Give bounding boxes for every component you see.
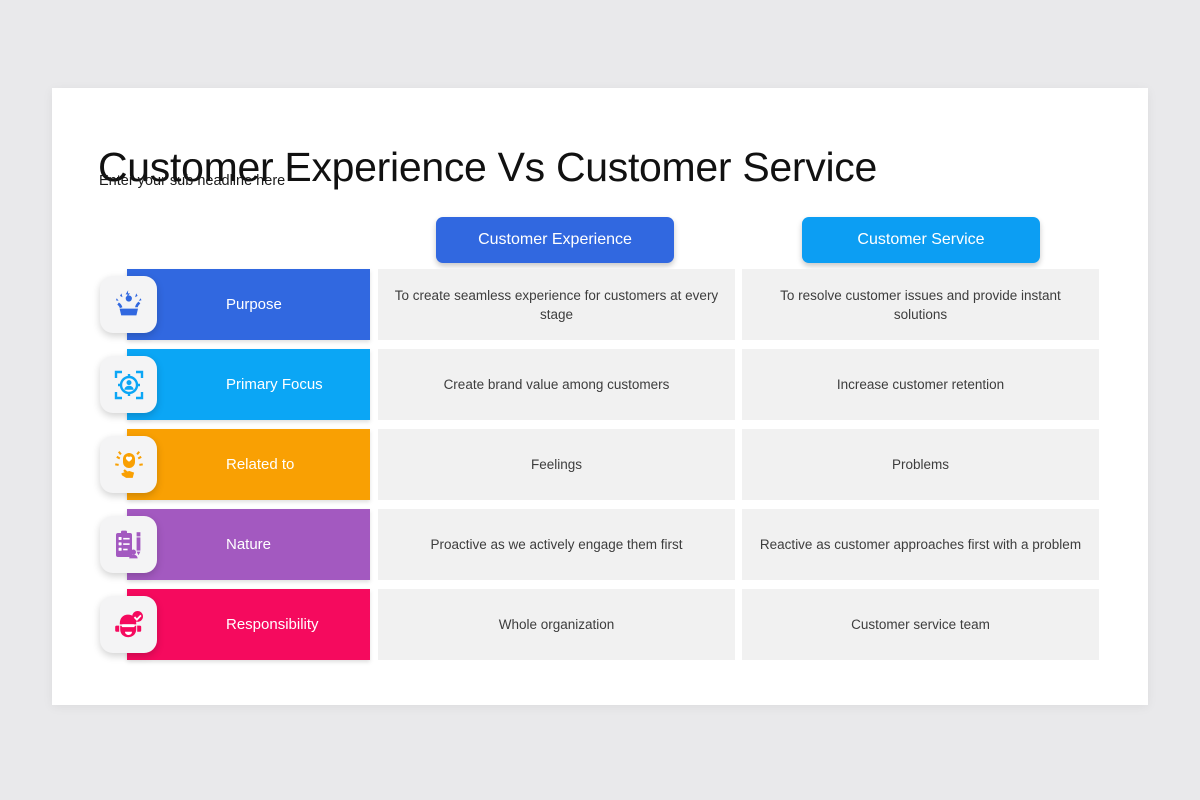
row-label: Purpose [226, 296, 282, 313]
cell-text: Customer service team [851, 617, 990, 632]
cell-text: Create brand value among customers [443, 377, 670, 392]
cell-text: To resolve customer issues and provide i… [780, 287, 1061, 322]
cell-text: Reactive as customer approaches first wi… [759, 537, 1082, 552]
column-header-customer-experience[interactable]: Customer Experience [436, 217, 674, 263]
cell-customer-experience: Create brand value among customers [378, 349, 735, 420]
cell-customer-service: Customer service team [742, 589, 1099, 660]
row-label: Responsibility [226, 616, 319, 633]
excited-customer-icon [100, 276, 157, 333]
cell-text: Increase customer retention [836, 377, 1005, 392]
row-label-bar-related-to[interactable]: Related to [127, 429, 370, 500]
table-row: Nature [52, 508, 1148, 588]
row-label: Primary Focus [226, 376, 323, 393]
row-label: Related to [226, 456, 295, 473]
page-subtitle: Enter your sub headline here [99, 173, 286, 189]
cell-customer-experience: Whole organization [378, 589, 735, 660]
table-row: Related to Feelings Problems [52, 428, 1148, 508]
row-label-bar-nature[interactable]: Nature [127, 509, 370, 580]
row-label-bar-purpose[interactable]: Purpose [127, 269, 370, 340]
row-label: Nature [226, 536, 272, 553]
table-row: Responsibility Whole organization [52, 588, 1148, 668]
row-label-bar-primary-focus[interactable]: Primary Focus [127, 349, 370, 420]
cell-customer-experience: Proactive as we actively engage them fir… [378, 509, 735, 580]
row-label-bar-responsibility[interactable]: Responsibility [127, 589, 370, 660]
cell-text: Proactive as we actively engage them fir… [430, 537, 683, 552]
cell-customer-experience: To create seamless experience for custom… [378, 269, 735, 340]
column-header-label: Customer Service [857, 231, 985, 248]
verified-agent-icon [100, 596, 157, 653]
target-audience-icon [100, 356, 157, 413]
cell-text: Whole organization [498, 617, 615, 632]
cell-customer-service: To resolve customer issues and provide i… [742, 269, 1099, 340]
table-row: Purpose To create seamless experience fo… [52, 268, 1148, 348]
cell-customer-service: Reactive as customer approaches first wi… [742, 509, 1099, 580]
cell-customer-experience: Feelings [378, 429, 735, 500]
cell-text: To create seamless experience for custom… [394, 287, 719, 322]
heart-touch-icon [100, 436, 157, 493]
page-title: Customer Experience Vs Customer Service [98, 144, 877, 191]
cell-customer-service: Increase customer retention [742, 349, 1099, 420]
column-header-label: Customer Experience [478, 231, 632, 248]
table-row: Primary Focus Create brand value among c… [52, 348, 1148, 428]
cell-customer-service: Problems [742, 429, 1099, 500]
slide-canvas: Customer Experience Vs Customer Service … [52, 88, 1148, 705]
survey-clipboard-icon [100, 516, 157, 573]
cell-text: Feelings [530, 457, 583, 472]
cell-text: Problems [891, 457, 950, 472]
column-header-customer-service[interactable]: Customer Service [802, 217, 1040, 263]
